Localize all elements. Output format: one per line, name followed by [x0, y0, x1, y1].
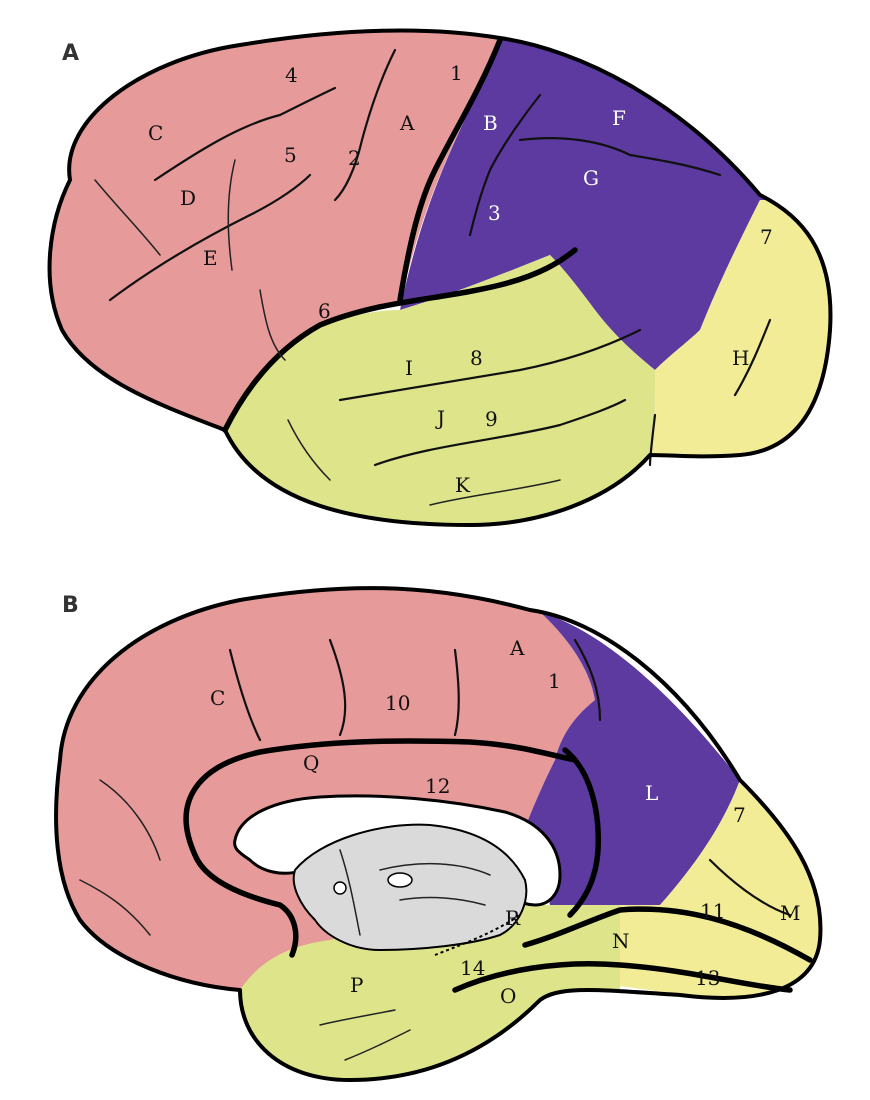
- label-a-number-9: 9: [485, 407, 498, 431]
- label-b-region-q: Q: [303, 751, 319, 775]
- label-a-region-b: B: [483, 111, 498, 135]
- interthalamic-adhesion: [388, 873, 412, 887]
- label-b-region-a: A: [509, 636, 525, 660]
- label-a-region-k: K: [455, 473, 471, 497]
- label-a-region-i: I: [405, 356, 413, 380]
- anterior-commissure: [334, 882, 346, 894]
- panel-b-label: B: [62, 593, 79, 618]
- label-b-region-c: C: [210, 686, 225, 710]
- label-b-region-m: M: [780, 901, 800, 925]
- label-a-number-6: 6: [318, 299, 331, 323]
- label-a-number-1: 1: [450, 61, 463, 85]
- label-a-number-3: 3: [488, 201, 501, 225]
- label-a-region-d: D: [180, 186, 196, 210]
- label-b-number-7: 7: [733, 803, 746, 827]
- label-a-region-f: F: [612, 106, 626, 130]
- panel-a: A A B C D E F G H I J K 1 2 3 4 5 6 7 8 …: [0, 0, 870, 560]
- label-a-number-5: 5: [284, 143, 297, 167]
- panel-b: B A C L M N O P Q R 1 7 10 11 12 13 14: [0, 560, 820, 1100]
- label-a-number-7: 7: [760, 225, 773, 249]
- label-b-region-n: N: [612, 929, 630, 953]
- label-a-region-j: J: [435, 406, 445, 430]
- panel-a-label: A: [62, 41, 79, 66]
- label-b-number-10: 10: [385, 691, 410, 715]
- label-a-region-c: C: [148, 121, 163, 145]
- label-b-number-13: 13: [695, 966, 720, 990]
- label-b-number-11: 11: [700, 899, 725, 923]
- label-a-region-a: A: [399, 111, 415, 135]
- label-b-number-12: 12: [425, 774, 450, 798]
- label-b-region-l: L: [645, 781, 658, 805]
- label-a-number-4: 4: [285, 63, 298, 87]
- label-b-region-r: R: [505, 906, 521, 930]
- label-a-number-8: 8: [470, 346, 483, 370]
- label-b-region-p: P: [350, 973, 363, 997]
- label-a-number-2: 2: [348, 146, 361, 170]
- label-a-region-h: H: [732, 346, 749, 370]
- label-b-region-o: O: [500, 984, 516, 1008]
- label-a-region-e: E: [203, 246, 218, 270]
- label-b-number-1: 1: [548, 669, 561, 693]
- label-b-number-14: 14: [460, 956, 485, 980]
- label-a-region-g: G: [583, 166, 599, 190]
